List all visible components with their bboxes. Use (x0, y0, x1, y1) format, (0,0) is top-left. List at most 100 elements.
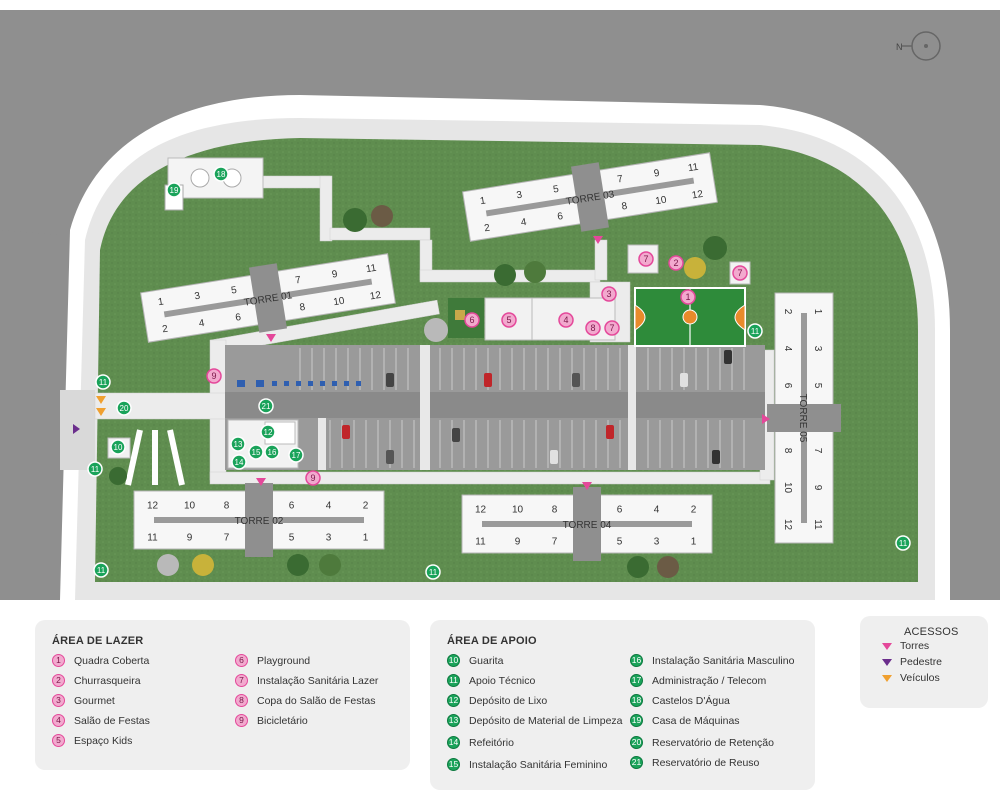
leisure-marker-3: 3 (601, 286, 617, 302)
apartment-number: 5 (230, 285, 238, 297)
legend-number-badge: 3 (52, 694, 65, 707)
apartment-number: 6 (289, 500, 295, 511)
legend-number-badge: 5 (52, 734, 65, 747)
apartment-number: 9 (812, 485, 823, 491)
access-legend-item: Torres (882, 640, 929, 652)
apartment-number: 8 (552, 504, 558, 515)
apartment-number: 8 (299, 302, 307, 314)
leisure-marker-5: 5 (501, 312, 517, 328)
tower-access-arrow (593, 236, 603, 244)
apartment-number: 1 (157, 296, 165, 308)
apartment-number: 8 (224, 500, 230, 511)
svg-text:2: 2 (673, 258, 678, 268)
legend-item-19: 19 Casa de Máquinas (630, 714, 740, 727)
legend-number-badge: 12 (447, 694, 460, 707)
legend-item-label: Casa de Máquinas (652, 714, 740, 727)
tower-label: TORRE 05 (797, 394, 808, 443)
access-legend-item: Pedestre (882, 656, 942, 668)
legend-item-label: Reservatório de Retenção (652, 736, 774, 749)
apartment-number: 7 (552, 536, 558, 547)
apartment-number: 5 (617, 536, 623, 547)
tower-label: TORRE 02 (235, 516, 284, 527)
svg-text:17: 17 (292, 451, 301, 460)
legend-number-badge: 16 (630, 654, 643, 667)
svg-text:12: 12 (264, 428, 273, 437)
legend-item-label: Administração / Telecom (652, 674, 767, 687)
svg-text:13: 13 (234, 440, 243, 449)
svg-text:9: 9 (310, 473, 315, 483)
access-legend-label: Pedestre (900, 656, 943, 668)
leisure-marker-4: 4 (558, 312, 574, 328)
apartment-number: 10 (655, 195, 668, 208)
leisure-marker-6: 6 (464, 312, 480, 328)
legend-item-7: 7 Instalação Sanitária Lazer (235, 674, 378, 687)
trees (109, 205, 727, 578)
svg-text:7: 7 (643, 254, 648, 264)
svg-text:9: 9 (211, 371, 216, 381)
apartment-number: 4 (326, 500, 332, 511)
legend-number-badge: 6 (235, 654, 248, 667)
svg-text:21: 21 (262, 402, 271, 411)
support-marker-21: 21 (258, 398, 274, 414)
legend-number-badge: 7 (235, 674, 248, 687)
legend-acessos-title: ACESSOS (904, 626, 959, 638)
support-marker-10: 10 (110, 439, 126, 455)
legend-item-label: Instalação Sanitária Feminino (469, 758, 608, 771)
legend-number-badge: 11 (447, 674, 460, 687)
legend-number-badge: 19 (630, 714, 643, 727)
apartment-number: 3 (516, 190, 524, 202)
tower-access-arrow (762, 414, 770, 424)
tower-access-arrow (256, 478, 266, 486)
apartment-number: 11 (812, 519, 823, 530)
apartment-number: 3 (654, 536, 660, 547)
support-marker-11: 11 (93, 562, 109, 578)
leisure-marker-9: 9 (305, 470, 321, 486)
leisure-marker-8: 8 (585, 320, 601, 336)
svg-text:15: 15 (252, 448, 261, 457)
apartment-number: 6 (782, 383, 793, 389)
apartment-number: 9 (331, 269, 339, 281)
apartment-number: 1 (691, 536, 697, 547)
legend-item-label: Castelos D'Água (652, 694, 730, 707)
apartment-number: 1 (812, 309, 823, 315)
apartment-number: 5 (812, 383, 823, 389)
vehicle-access-arrow (96, 396, 106, 404)
support-marker-18: 18 (213, 166, 229, 182)
legend-item-label: Depósito de Lixo (469, 694, 548, 707)
legend-item-label: Refeitório (469, 736, 514, 749)
legend-number-badge: 17 (630, 674, 643, 687)
apartment-number: 12 (475, 504, 487, 515)
svg-text:11: 11 (899, 539, 908, 548)
tower-access-arrow (582, 482, 592, 490)
legend-item-label: Instalação Sanitária Lazer (257, 674, 379, 687)
support-marker-14: 14 (231, 454, 247, 470)
svg-text:3: 3 (606, 289, 611, 299)
leisure-marker-1: 1 (680, 289, 696, 305)
apartment-number: 11 (365, 263, 377, 276)
svg-text:19: 19 (170, 186, 179, 195)
leisure-marker-2: 2 (668, 255, 684, 271)
apartment-number: 11 (147, 532, 158, 543)
support-marker-19: 19 (166, 182, 182, 198)
apartment-number: 7 (224, 532, 230, 543)
leisure-marker-9: 9 (206, 368, 222, 384)
apartment-number: 1 (363, 532, 369, 543)
access-legend-label: Torres (900, 640, 930, 652)
apartment-number: 2 (782, 309, 793, 315)
legend-item-label: Quadra Coberta (74, 654, 150, 667)
svg-text:8: 8 (590, 323, 595, 333)
svg-text:7: 7 (609, 323, 614, 333)
